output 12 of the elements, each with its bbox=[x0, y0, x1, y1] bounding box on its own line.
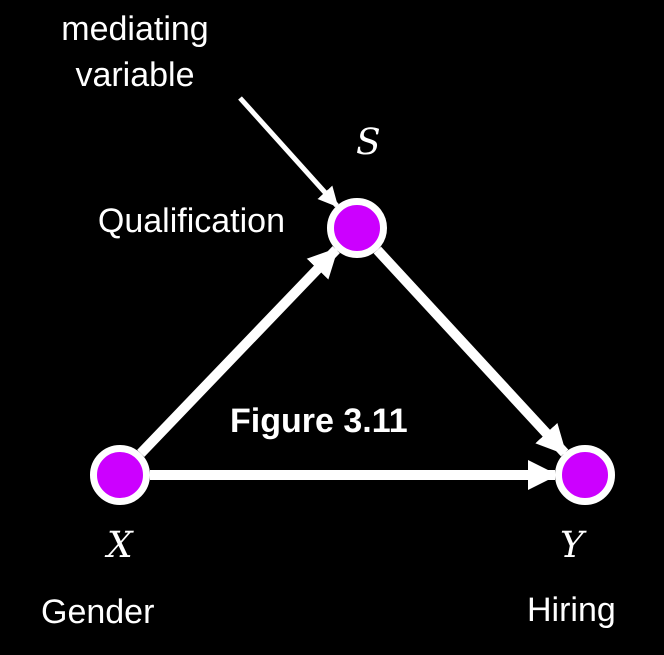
variable-symbol: Y bbox=[560, 526, 584, 566]
annotation-text: mediating variable bbox=[15, 6, 255, 98]
arrow bbox=[137, 246, 340, 457]
arrow bbox=[150, 460, 558, 490]
variable-label: Qualification bbox=[98, 202, 285, 240]
figure-caption: Figure 3.11 bbox=[230, 402, 408, 441]
variable-symbol: S bbox=[356, 123, 381, 163]
variable-label: Hiring bbox=[527, 591, 616, 629]
arrow bbox=[374, 246, 568, 456]
variable-label: Gender bbox=[41, 593, 154, 631]
variable-symbol: X bbox=[107, 526, 133, 566]
leader-arrow bbox=[238, 96, 339, 208]
